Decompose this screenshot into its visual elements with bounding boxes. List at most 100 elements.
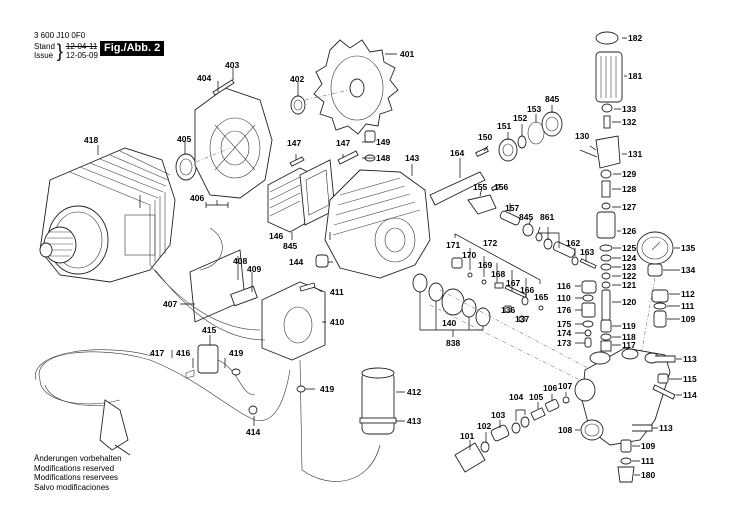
modifications-notice: Änderungen vorbehalten Modifications res… <box>34 454 122 492</box>
callout-157: 157 <box>505 203 520 213</box>
callout-124: 124 <box>622 253 637 263</box>
adapter-134 <box>647 263 663 277</box>
ring-104a <box>520 416 530 428</box>
screw-411 <box>299 282 316 292</box>
bearing-151 <box>498 138 518 162</box>
ring-111b <box>620 457 632 465</box>
pump-housing-143 <box>324 169 431 279</box>
fan-401 <box>313 39 399 135</box>
callout-125: 125 <box>622 243 637 253</box>
callout-115: 115 <box>683 374 697 384</box>
notice-line-de: Änderungen vorbehalten <box>34 454 122 463</box>
piston-157 <box>499 210 521 226</box>
callout-117: 117 <box>622 340 636 350</box>
end-shield-404 <box>194 87 273 199</box>
callout-108: 108 <box>558 425 573 435</box>
ring-137 <box>518 315 526 323</box>
ring-165 <box>538 305 544 311</box>
callout-112: 112 <box>681 289 695 299</box>
callout-109b: 109 <box>641 441 656 451</box>
brace-icon: } <box>56 41 63 61</box>
bearing-402 <box>290 95 306 115</box>
callout-111b: 111 <box>641 456 655 466</box>
callout-411: 411 <box>330 287 344 297</box>
callout-105: 105 <box>529 392 544 402</box>
callout-140: 140 <box>442 318 457 328</box>
ball-174 <box>584 329 592 337</box>
part-132 <box>603 115 611 129</box>
notice-line-es: Salvo modificaciones <box>34 482 110 492</box>
callout-174: 174 <box>557 328 572 338</box>
motor-housing-418 <box>39 147 176 283</box>
ring-118 <box>600 333 612 341</box>
callout-170: 170 <box>462 250 477 260</box>
notice-line-fr: Modifications reservees <box>34 473 119 482</box>
callout-130: 130 <box>575 131 590 141</box>
callout-132: 132 <box>622 117 637 127</box>
callout-156: 156 <box>494 182 509 192</box>
pump-manifold-108 <box>574 347 671 446</box>
valve-126 <box>596 211 616 239</box>
callout-175: 175 <box>557 319 572 329</box>
part-173 <box>584 337 592 348</box>
bushing-144 <box>315 254 329 268</box>
seal-845 <box>541 111 563 137</box>
plug-115 <box>657 373 669 384</box>
document-number: 3 600 J10 0F0 <box>34 31 86 40</box>
callout-412: 412 <box>407 387 422 397</box>
callout-404: 404 <box>197 73 212 83</box>
callout-171: 171 <box>446 240 461 250</box>
part-119 <box>600 319 612 333</box>
spring-168 <box>494 282 504 289</box>
part-109b <box>620 439 632 453</box>
cap-180 <box>617 466 635 483</box>
callout-403: 403 <box>225 60 240 70</box>
ring-110 <box>582 294 594 302</box>
seal-845c <box>522 223 534 237</box>
ring-107 <box>562 396 570 404</box>
valve-stem-120 <box>601 289 611 321</box>
callout-162: 162 <box>566 238 581 248</box>
callout-136: 136 <box>501 305 516 315</box>
gasket-845 <box>299 159 336 226</box>
callout-401: 401 <box>400 49 415 59</box>
key-150 <box>475 147 489 157</box>
ring-102 <box>480 441 490 453</box>
conrod-155 <box>467 194 497 215</box>
callout-119: 119 <box>622 321 636 331</box>
callout-146: 146 <box>269 231 284 241</box>
callout-127: 127 <box>622 202 637 212</box>
callout-147a: 147 <box>287 138 302 148</box>
callout-123: 123 <box>622 262 637 272</box>
callout-114: 114 <box>683 390 697 400</box>
callout-113b: 113 <box>659 423 673 433</box>
ring-153 <box>527 121 545 145</box>
callout-406: 406 <box>190 193 205 203</box>
callout-167: 167 <box>506 278 521 288</box>
stand-date: 12-04-11 <box>65 42 98 51</box>
callout-415: 415 <box>202 325 217 335</box>
callout-106: 106 <box>543 383 558 393</box>
callout-405: 405 <box>177 134 192 144</box>
callout-126: 126 <box>622 226 637 236</box>
spring-105 <box>530 407 546 421</box>
ring-124 <box>600 254 612 262</box>
stand-label: Stand <box>34 42 55 51</box>
callout-155: 155 <box>473 182 488 192</box>
callout-180: 180 <box>641 470 656 480</box>
screw-147b <box>337 150 359 165</box>
callout-414: 414 <box>246 427 261 437</box>
ring-104b <box>511 422 521 434</box>
callout-407: 407 <box>163 299 178 309</box>
callout-128: 128 <box>622 184 637 194</box>
callout-116: 116 <box>557 281 571 291</box>
callout-122: 122 <box>622 271 637 281</box>
ring-166 <box>521 296 529 306</box>
ring-170 <box>467 272 473 278</box>
seal-838d <box>475 307 491 327</box>
grommet-419b <box>296 385 306 393</box>
callout-861: 861 <box>540 212 555 222</box>
plug-171 <box>451 257 463 269</box>
callout-845a: 845 <box>283 241 298 251</box>
callout-109a: 109 <box>681 314 696 324</box>
